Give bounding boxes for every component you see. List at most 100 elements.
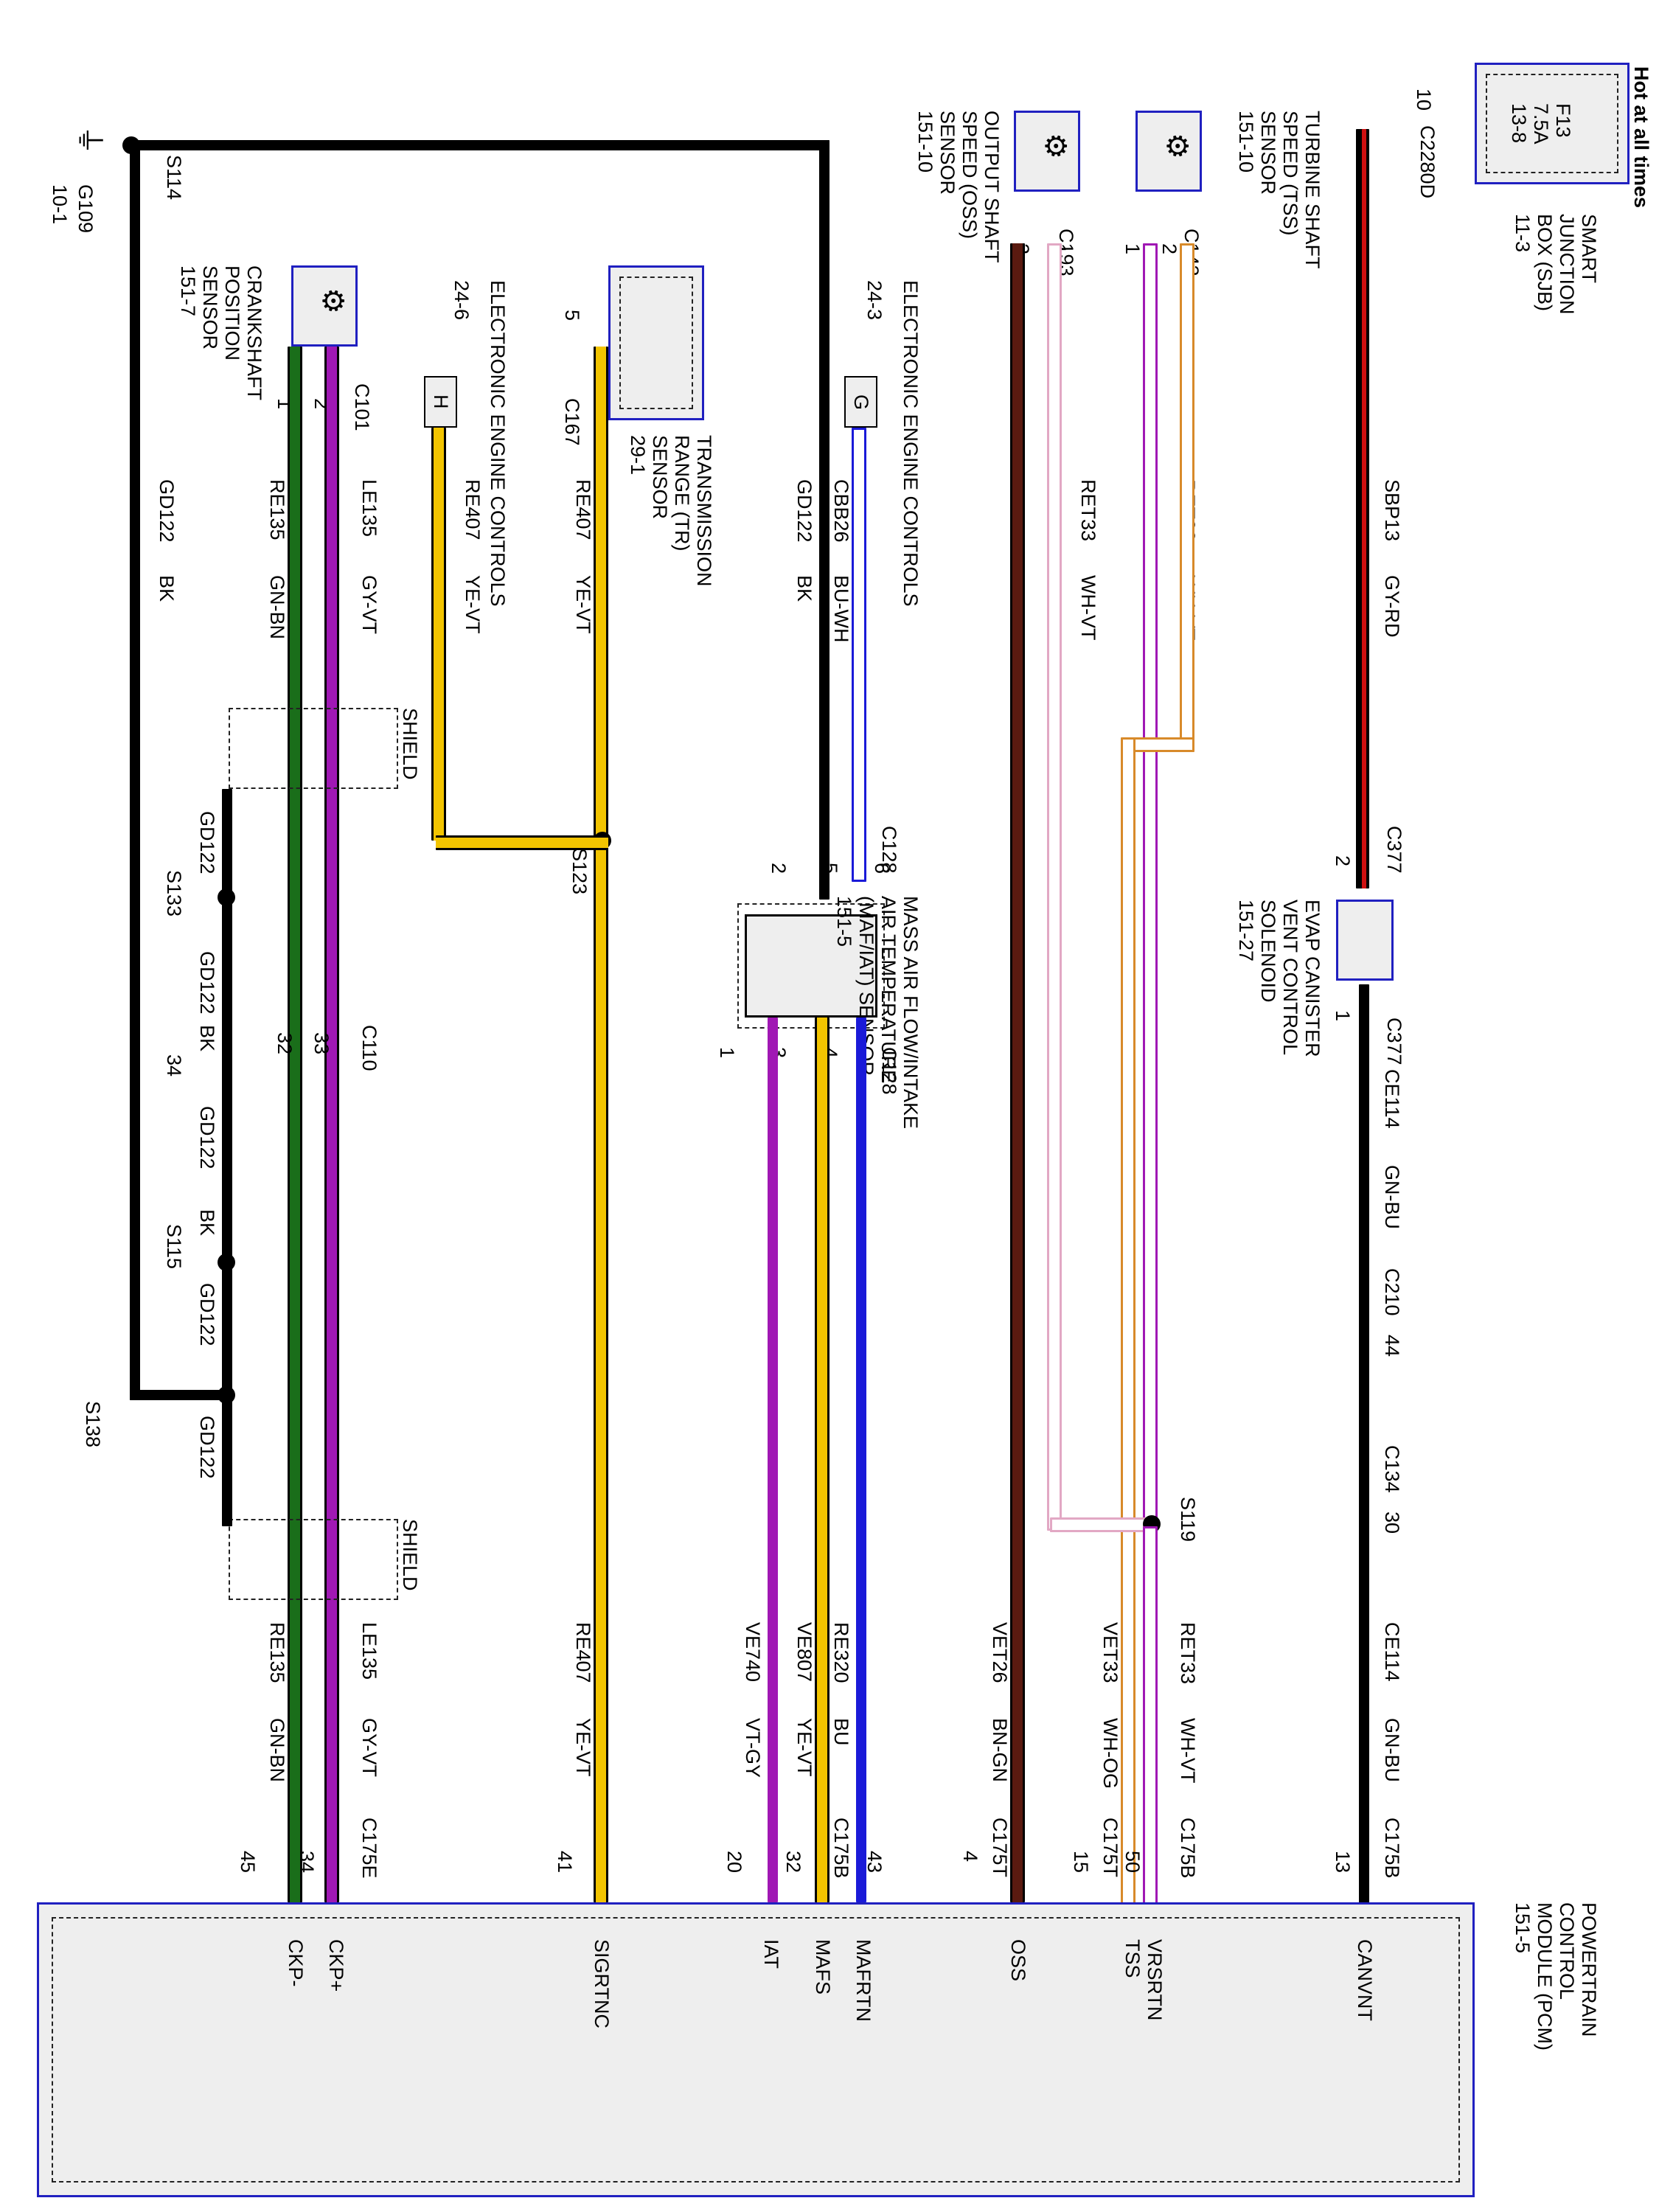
sjb-conn: C2280D xyxy=(1416,125,1439,199)
wire-re407-tr xyxy=(594,347,608,1902)
ckp-title: CRANKSHAFT POSITION SENSOR 151-7 xyxy=(177,265,265,401)
wire-vet33-circuit: VET33 xyxy=(1099,1622,1121,1683)
wire-le135-color-2: GY-VT xyxy=(358,1718,380,1778)
wire-gd122-s2: GD122 xyxy=(196,951,218,1015)
pcm-c175b-3: C175B xyxy=(830,1818,852,1879)
wire-vet26 xyxy=(1010,243,1025,1902)
eec-h-title: ELECTRONIC ENGINE CONTROLS xyxy=(487,280,509,607)
splice-s114: S114 xyxy=(163,155,185,201)
sjb-pin: 10 xyxy=(1413,88,1435,111)
wire-ret33-pcm-circuit: RET33 xyxy=(1177,1622,1199,1685)
sjb-fuse-label: F13 7.5A 13-8 xyxy=(1508,103,1574,145)
maf-pin-2: 2 xyxy=(768,863,790,874)
pcm-pin-iat-num: 20 xyxy=(723,1851,745,1874)
wire-gd122-circuit-main: GD122 xyxy=(793,479,815,543)
wire-gd122-main xyxy=(819,140,830,900)
wire-ret33-oss xyxy=(1047,243,1062,1531)
wire-vet26-color: BN-GN xyxy=(989,1718,1011,1782)
eec-g-letter: G xyxy=(850,394,872,411)
pcm-pin-mafrtn-num: 43 xyxy=(863,1851,886,1874)
wire-re407-color-2: YE-VT xyxy=(572,1718,594,1777)
wire-ve807-circuit: VE807 xyxy=(793,1622,815,1683)
ground-name: G109 xyxy=(74,184,97,234)
wire-re407-eec-circuit: RE407 xyxy=(462,479,484,540)
wire-ce114 xyxy=(1359,984,1369,1906)
wire-gd122-bk1: BK xyxy=(196,1025,218,1052)
tss-pin2: 2 xyxy=(1158,243,1180,255)
shield-upper xyxy=(229,708,398,789)
wire-ve807 xyxy=(815,1018,830,1902)
wire-vet33-c xyxy=(1121,737,1135,1907)
pcm-pin-ckpm: CKP- xyxy=(285,1939,307,1987)
maf-conn-out: C128 xyxy=(878,1047,900,1095)
pcm-title: POWERTRAIN CONTROL MODULE (PCM) 151-5 xyxy=(1512,1902,1600,2051)
pcm-pin-iat: IAT xyxy=(760,1939,782,1969)
pcm-pin-mafs-num: 32 xyxy=(782,1851,804,1874)
wire-re135-circuit-2: RE135 xyxy=(266,1622,288,1683)
tr-pin: 5 xyxy=(561,310,583,321)
wire-s114-vertical xyxy=(130,140,830,150)
tr-title: TRANSMISSION RANGE (TR) SENSOR 29-1 xyxy=(627,435,715,587)
c110-pin-32: 32 xyxy=(274,1032,296,1055)
shield-lower xyxy=(229,1519,398,1600)
pcm-pin-sigrtnc-num: 41 xyxy=(554,1851,576,1874)
splice-s114-dot xyxy=(122,136,140,154)
wire-cbb26-color: BU-WH xyxy=(830,575,852,643)
pcm-pin-oss-num: 4 xyxy=(959,1851,981,1863)
shield-lower-label: SHIELD xyxy=(399,1519,421,1591)
maf-pin-6: 6 xyxy=(871,863,893,874)
wire-re135-color-2: GN-BN xyxy=(266,1718,288,1782)
sjb-title: SMART JUNCTION BOX (SJB) 11-3 xyxy=(1512,214,1600,315)
pcm-c175t-1: C175T xyxy=(1099,1818,1121,1878)
ground-symbol-icon: ⏚ xyxy=(73,125,105,155)
wire-ret33-oss-circuit: RET33 xyxy=(1077,479,1099,542)
pcm-pin-canvnt: CANVNT xyxy=(1354,1939,1376,2022)
ckp-conn: C101 xyxy=(351,383,373,431)
evap-conn-in: C377 xyxy=(1383,826,1405,874)
pcm-c175t-2: C175T xyxy=(989,1818,1011,1878)
tss-title: TURBINE SHAFT SPEED (TSS) SENSOR 151-10 xyxy=(1235,111,1324,269)
pcm-pin-tss-num: 15 xyxy=(1070,1851,1092,1874)
wire-ce114-color-2: GN-BU xyxy=(1381,1718,1403,1782)
wire-gd122-return-b xyxy=(133,1390,232,1400)
wire-re135-color: GN-BN xyxy=(266,575,288,639)
wire-re135-circuit: RE135 xyxy=(266,479,288,540)
wire-gd122-bk2: BK xyxy=(196,1209,218,1237)
wire-sbp13-color: GY-RD xyxy=(1381,575,1403,638)
evap-solenoid xyxy=(1336,900,1394,981)
pcm-pin-mafrtn: MAFRTN xyxy=(852,1939,874,2022)
pcm-c175e: C175E xyxy=(358,1818,380,1879)
pcm-pin-tss: TSS xyxy=(1121,1939,1144,1978)
maf-title: MASS AIR FLOW/INTAKE AIR TEMPERATURE (MA… xyxy=(833,896,922,1130)
wire-re135 xyxy=(288,347,302,1902)
evap-pin-out: 1 xyxy=(1332,1010,1354,1022)
wire-cbb26-circuit: CBB26 xyxy=(830,479,852,543)
wire-ce114-color: GN-BU xyxy=(1381,1165,1403,1229)
splice-s123: S123 xyxy=(568,848,591,895)
wire-ve807-color: YE-VT xyxy=(793,1718,815,1777)
tr-inner xyxy=(619,276,693,409)
wire-re407-eec xyxy=(431,428,446,841)
maf-pin-5: 5 xyxy=(819,863,841,874)
tss-pin1: 1 xyxy=(1121,243,1144,255)
tss-gear-icon: ⚙ xyxy=(1161,133,1193,159)
pcm-pin-ckpp: CKP+ xyxy=(325,1939,347,1992)
c134-pin: 30 xyxy=(1381,1512,1403,1534)
pcm-pin-vrsrtn-num: 50 xyxy=(1121,1851,1144,1874)
pcm-pin-mafs: MAFS xyxy=(812,1939,834,1995)
c210-pin: 44 xyxy=(1381,1335,1403,1357)
wire-ce114-circuit: CE114 xyxy=(1381,1069,1403,1129)
maf-pin-1: 1 xyxy=(716,1047,738,1059)
pcm-c175b-1: C175B xyxy=(1381,1818,1403,1879)
wire-re407-color: YE-VT xyxy=(572,575,594,634)
c110-label: C110 xyxy=(358,1025,380,1071)
wire-gd122-color-main: BK xyxy=(793,575,815,602)
evap-title: EVAP CANISTER VENT CONTROL SOLENOID 151-… xyxy=(1235,900,1324,1057)
splice-s133: S133 xyxy=(163,870,185,917)
c110-pin-33: 33 xyxy=(310,1032,333,1055)
eec-h-ref: 24-6 xyxy=(451,280,473,321)
wire-ret33-pcm-color: WH-VT xyxy=(1177,1718,1199,1784)
wire-ve740 xyxy=(768,1018,778,1902)
